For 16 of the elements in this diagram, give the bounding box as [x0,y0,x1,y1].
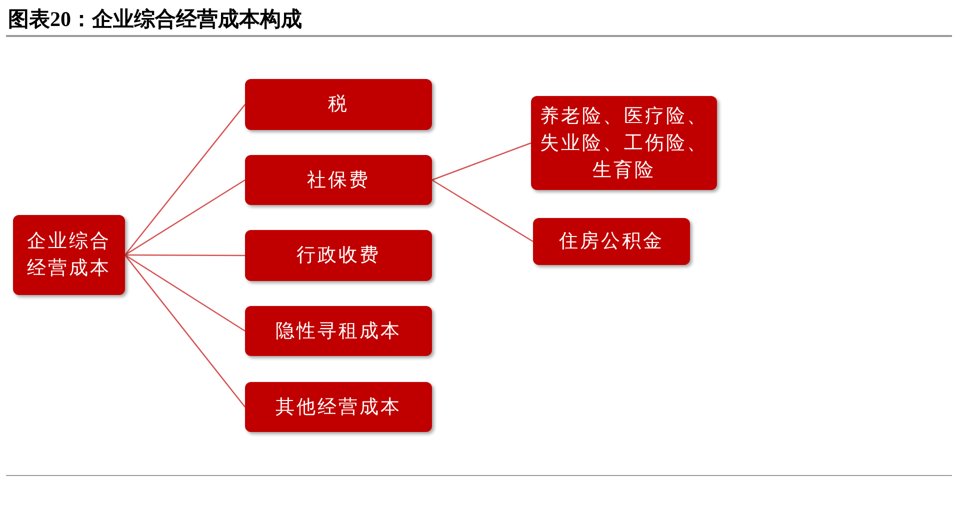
category-box: 住房公积金 [533,218,690,265]
connector-line [124,254,246,332]
category-box: 税 [245,79,432,130]
connector-line [124,179,246,256]
connector-line [432,142,532,181]
connector-line [124,254,246,408]
category-box: 社保费 [245,155,432,205]
connector-line [432,179,534,242]
category-box: 其他经营成本 [245,382,432,432]
figure-title: 图表20：企业综合经营成本构成 [8,6,302,33]
category-box: 企业综合经营成本 [13,215,125,295]
connector-line [124,104,246,256]
category-box: 养老险、医疗险、失业险、工伤险、生育险 [531,96,717,190]
connector-line [125,254,245,256]
category-box: 行政收费 [245,230,432,281]
category-box: 隐性寻租成本 [245,306,432,356]
